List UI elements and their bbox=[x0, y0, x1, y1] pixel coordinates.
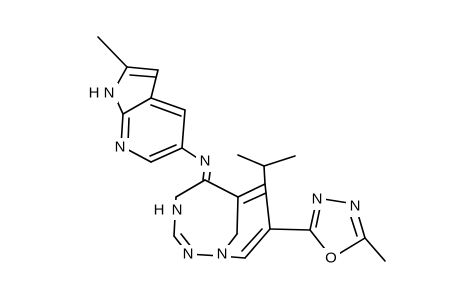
bond-c2-c3-double bbox=[129, 74, 156, 78]
bond-c3a-c4 bbox=[150, 97, 186, 111]
bond-c5-c6p bbox=[264, 183, 271, 230]
bond-c5-ipr bbox=[263, 165, 266, 185]
bond-ipr-me2 bbox=[263, 155, 296, 167]
atom-n-oxadiazole-2: N bbox=[346, 197, 364, 217]
atom-label-n: N bbox=[217, 246, 228, 263]
methyl-bond-top bbox=[97, 36, 128, 68]
atom-label-h: H bbox=[154, 202, 165, 219]
bond-c7a-c3a bbox=[122, 97, 152, 115]
atom-label-o: O bbox=[325, 250, 337, 267]
atom-label-n: N bbox=[172, 202, 183, 219]
atom-labels: N H N N N H N N N bbox=[86, 83, 364, 268]
atom-o-oxadiazole: O bbox=[322, 248, 340, 268]
atom-label-n: N bbox=[104, 85, 115, 102]
bond-c4-c5 bbox=[181, 109, 186, 149]
bond-c4a-c5-double bbox=[243, 192, 267, 204]
bond-c6p-c7 bbox=[244, 228, 271, 259]
atom-n-triazine-1: N bbox=[179, 245, 197, 265]
atom-label-n: N bbox=[200, 153, 211, 170]
atom-label-h: H bbox=[89, 85, 100, 102]
atom-n-imine: N bbox=[196, 152, 214, 172]
atom-label-n: N bbox=[312, 191, 323, 208]
atom-label-n: N bbox=[115, 139, 126, 156]
bond-c4-n3 bbox=[175, 179, 206, 198]
bond-c6p-c7-double bbox=[241, 228, 263, 252]
bond-c4a-c5 bbox=[237, 183, 266, 198]
atom-label-n: N bbox=[183, 246, 194, 263]
bond-c6p-oxa bbox=[269, 228, 311, 231]
bond-c4-c4a bbox=[204, 179, 239, 198]
bond-c8a-c4a bbox=[236, 196, 239, 235]
atom-n-pyridine: N bbox=[111, 138, 129, 158]
bond-c3a-c4-double bbox=[150, 104, 182, 117]
bond-c3-c3a bbox=[150, 69, 159, 99]
bond-c2-c3 bbox=[126, 66, 159, 71]
bond-lines bbox=[97, 36, 386, 262]
atom-nh-triazine: N H bbox=[152, 200, 186, 220]
atom-nh-pyrrole: N H bbox=[86, 83, 118, 103]
bond-ipr-me1 bbox=[237, 154, 265, 167]
atom-label-n: N bbox=[350, 198, 361, 215]
bond-oxa-methyl bbox=[364, 237, 386, 262]
bond-c5-c6 bbox=[150, 147, 183, 163]
atom-n-triazine-2: N bbox=[213, 245, 231, 265]
bond-c5-c6-double bbox=[149, 144, 177, 157]
atom-n-oxadiazole-1: N bbox=[308, 190, 326, 210]
